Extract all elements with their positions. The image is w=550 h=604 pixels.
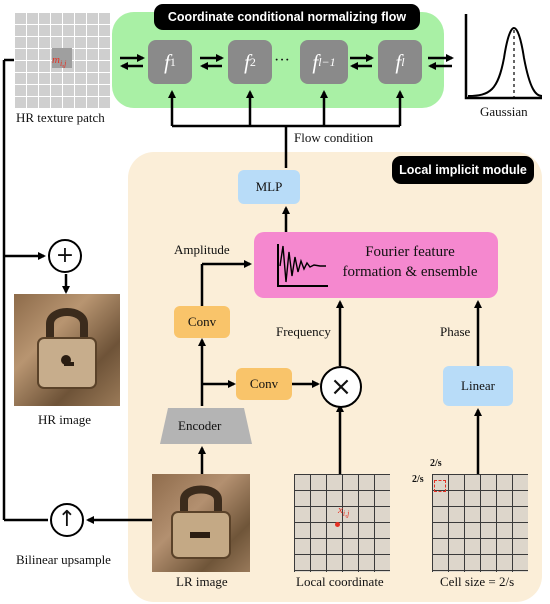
flow-step-2-symbol: f: [244, 49, 250, 74]
multiply-operator: ×: [320, 366, 362, 408]
local-coordinate-grid: xi,j: [294, 474, 390, 572]
phase-label: Phase: [440, 324, 471, 339]
cell-size-left-label: 2/s: [412, 474, 424, 485]
lr-image: [152, 474, 250, 572]
flow-step-l-minus-1-subscript: l−1: [318, 54, 336, 69]
patch-symbol-m: m: [52, 54, 60, 66]
flow-step-1-subscript: 1: [169, 54, 176, 69]
patch-symbol-sub: i,j: [59, 59, 67, 69]
coordinate-symbol: xi,j: [338, 504, 349, 518]
fourier-line-1: Fourier feature: [365, 244, 455, 260]
cell-size-top-label: 2/s: [430, 458, 442, 469]
cell-size-label: Cell size = 2/s: [440, 574, 515, 589]
flow-step-1-symbol: f: [164, 49, 170, 74]
fourier-feature-block: [254, 232, 498, 298]
encoder-label: Encoder: [178, 418, 222, 433]
mlp-block: MLP: [238, 170, 300, 204]
hr-image-label: HR image: [38, 412, 92, 427]
add-operator: +: [48, 239, 82, 273]
flow-step-l-subscript: l: [401, 54, 405, 69]
encoder-shape: [160, 408, 252, 444]
lr-image-label: LR image: [176, 574, 228, 589]
query-point-marker: [335, 522, 340, 527]
linear-block: Linear: [443, 366, 513, 406]
frequency-label: Frequency: [276, 324, 331, 339]
lock-illustration-hr: [37, 308, 97, 389]
gaussian-label: Gaussian: [480, 104, 528, 119]
coordinate-symbol-sub: i,j: [342, 509, 350, 519]
flow-step-l-symbol: f: [395, 49, 402, 74]
conv-frequency-block: Conv: [236, 368, 292, 400]
patch-symbol: mi,j: [52, 54, 66, 68]
coordinate-symbol-x: x: [338, 504, 343, 516]
flow-ellipsis: ···: [274, 52, 290, 69]
lock-illustration-lr: [171, 485, 231, 559]
flow-condition-label: Flow condition: [294, 130, 374, 145]
local-coordinate-label: Local coordinate: [296, 574, 384, 589]
local-module-title: Local implicit module: [392, 156, 534, 184]
fourier-line-2: formation & ensemble: [342, 264, 478, 280]
flow-step-2-subscript: 2: [249, 54, 256, 69]
flow-step-l-minus-1-symbol: f: [312, 49, 319, 74]
hr-texture-patch-image: mi,j: [14, 12, 110, 108]
gaussian-plot: [464, 14, 543, 100]
hr-texture-patch-label: HR texture patch: [16, 110, 105, 125]
decaying-wave-icon: [277, 244, 328, 287]
bilinear-upsample-label: Bilinear upsample: [16, 552, 111, 567]
cell-size-grid: [432, 474, 528, 572]
amplitude-label: Amplitude: [174, 242, 230, 257]
hr-image: [14, 294, 120, 406]
upsample-operator: ↑: [50, 503, 84, 537]
fourier-feature-text: Fourier feature formation & ensemble: [330, 242, 490, 282]
cell-size-marker: [434, 480, 446, 492]
flow-title: Coordinate conditional normalizing flow: [154, 4, 420, 30]
conv-amplitude-block: Conv: [174, 306, 230, 338]
